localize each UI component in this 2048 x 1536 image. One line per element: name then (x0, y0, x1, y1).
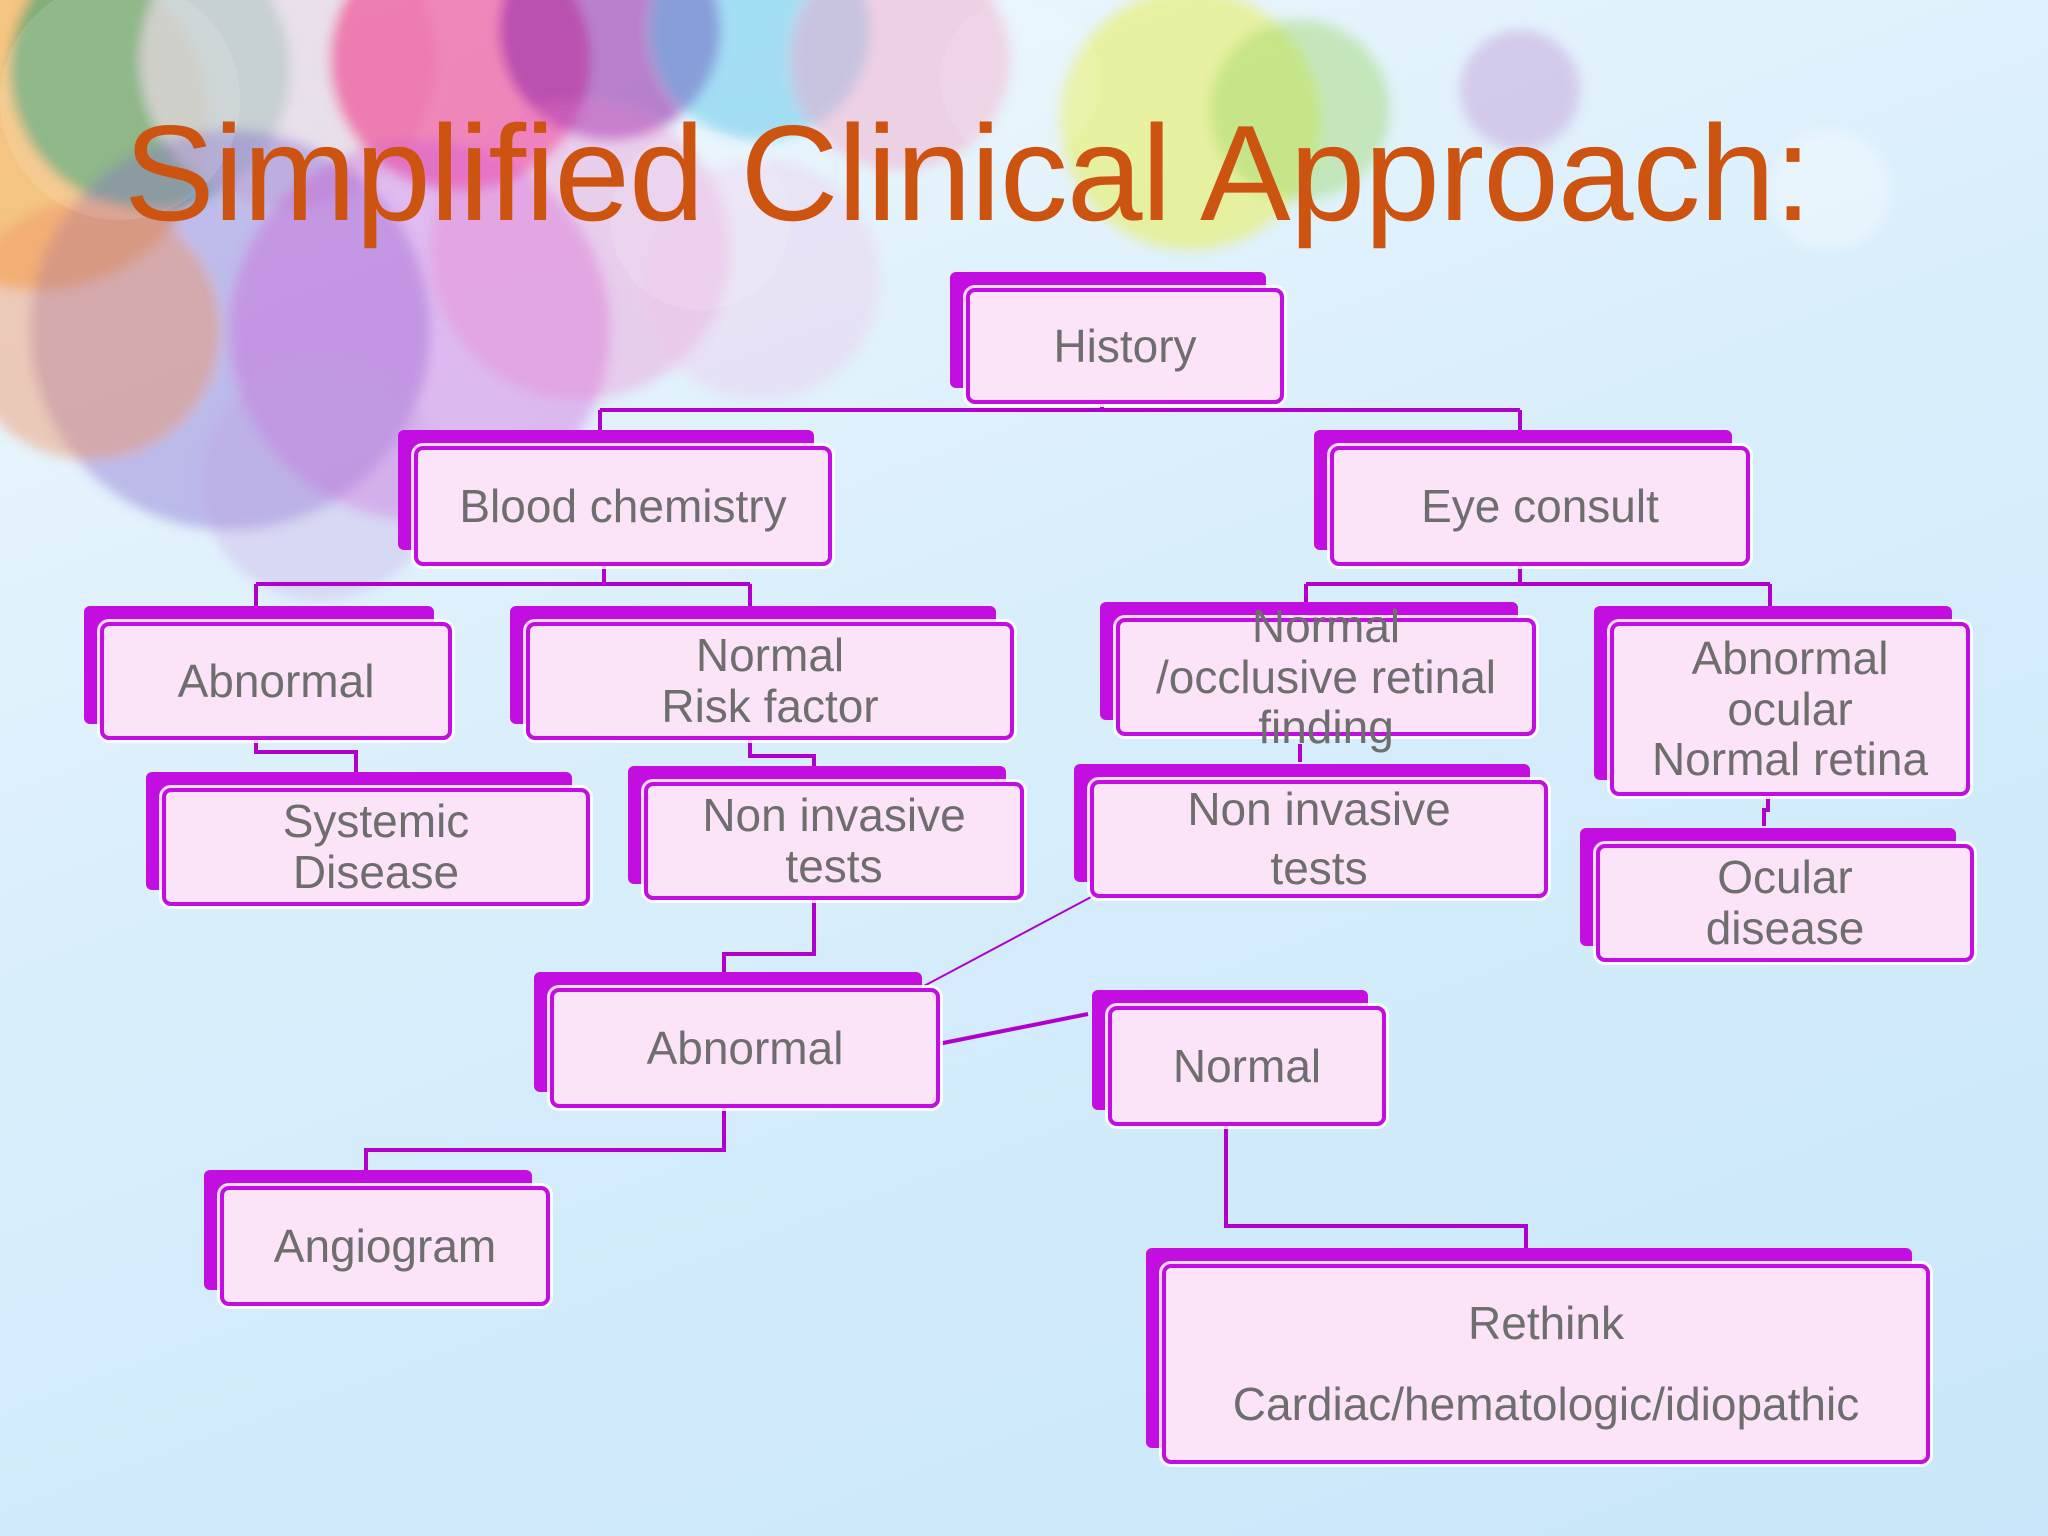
connector-noninvasive-abnormal (722, 900, 816, 972)
node-label-line: /occlusive retinal (1155, 650, 1497, 703)
node-face: Non invasive tests (1090, 780, 1548, 898)
node-blood-chemistry[interactable]: Blood chemistry (398, 430, 832, 566)
node-label-line: disease (1705, 902, 1865, 954)
connector-blood-chemistry-children (254, 560, 752, 606)
node-abnormal-blood[interactable]: Abnormal (84, 606, 452, 740)
node-label-line: tests (1270, 842, 1368, 895)
node-label-line: Angiogram (273, 1219, 497, 1272)
connector-eye-consult-children (1304, 560, 1772, 606)
node-label-line: Normal retina (1651, 733, 1929, 786)
node-normal-result[interactable]: Normal (1092, 990, 1386, 1126)
node-abnormal-result[interactable]: Abnormal (534, 972, 940, 1108)
node-non-invasive-tests-right[interactable]: Non invasive tests (1074, 764, 1548, 898)
node-label-line: Non invasive (702, 789, 966, 842)
node-label-line: Disease (292, 846, 460, 898)
node-label-line: Non invasive (1187, 783, 1451, 835)
node-label-line: Normal (695, 629, 845, 682)
node-label-line: Abnormal (646, 1021, 844, 1074)
slide-title: Simplified Clinical Approach: (124, 97, 1812, 249)
connector-noninvasive-right-abnormal (923, 887, 1109, 987)
connector-abnormal-systemic (254, 740, 358, 772)
node-face: Abnormal (550, 988, 940, 1108)
node-history[interactable]: History (950, 272, 1284, 404)
node-label-line: Normal (1251, 600, 1401, 653)
node-label-line: Cardiac/hematologic/idiopathic (1232, 1378, 1860, 1430)
node-label-line: Risk factor (661, 680, 879, 732)
node-face: Normal (1108, 1006, 1386, 1126)
node-label-line: finding (1258, 701, 1394, 754)
node-eye-consult[interactable]: Eye consult (1314, 430, 1750, 566)
connector-abnormal-angiogram (364, 1108, 726, 1170)
node-face: Blood chemistry (414, 446, 832, 566)
connector-normal-rethink (1224, 1124, 1528, 1250)
node-label-line: Rethink (1468, 1297, 1624, 1350)
node-face: Eye consult (1330, 446, 1750, 566)
node-label-line: Normal (1172, 1039, 1322, 1092)
connector-abnormal-normal (937, 1012, 1089, 1046)
node-label-line: Eye consult (1421, 479, 1659, 532)
node-label-line: ocular (1727, 682, 1853, 735)
node-label-line: History (1053, 319, 1197, 372)
connector-normal-noninvasive (748, 740, 816, 768)
connector-abnormal-ocular-disease (1762, 792, 1770, 826)
node-angiogram[interactable]: Angiogram (204, 1170, 550, 1306)
node-face: History (966, 288, 1284, 404)
node-label-line: Systemic (282, 795, 470, 848)
node-face: Abnormal (100, 622, 452, 740)
node-label-line: Abnormal (1691, 632, 1889, 685)
node-label-line: Ocular (1717, 851, 1853, 904)
node-face: Angiogram (220, 1186, 550, 1306)
node-label-line: Abnormal (177, 654, 375, 707)
node-label-line: Blood chemistry (459, 479, 787, 532)
node-label-line: tests (785, 840, 883, 892)
